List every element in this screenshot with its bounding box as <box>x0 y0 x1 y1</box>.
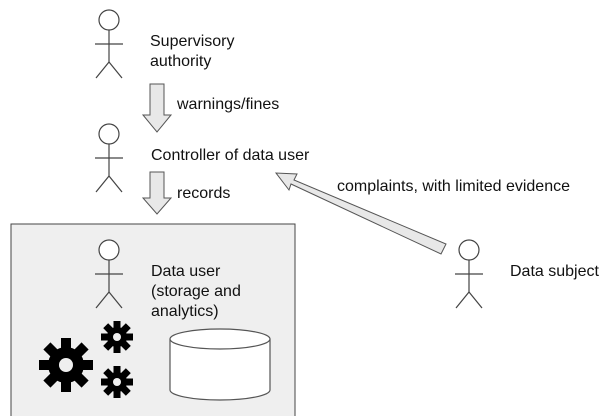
supervisory-authority-label: Supervisory authority <box>150 33 235 70</box>
data-subject-label: Data subject <box>510 263 599 280</box>
controller-actor-icon <box>95 123 123 193</box>
data-user-actor-icon <box>95 239 123 309</box>
supervisory-authority-actor-icon <box>95 9 123 79</box>
data-user-label: Data user (storage and analytics) <box>151 263 241 320</box>
data-subject-actor-icon <box>455 239 483 309</box>
records-label: records <box>177 185 231 202</box>
warnings-fines-label: warnings/fines <box>177 96 280 113</box>
complaints-label: complaints, with limited evidence <box>337 178 570 195</box>
gears-icon <box>39 321 133 398</box>
controller-label: Controller of data user <box>151 147 310 164</box>
warnings-arrow <box>141 83 173 133</box>
complaints-arrow <box>274 172 447 255</box>
database-cylinder-icon <box>169 328 271 401</box>
records-arrow <box>141 171 173 215</box>
